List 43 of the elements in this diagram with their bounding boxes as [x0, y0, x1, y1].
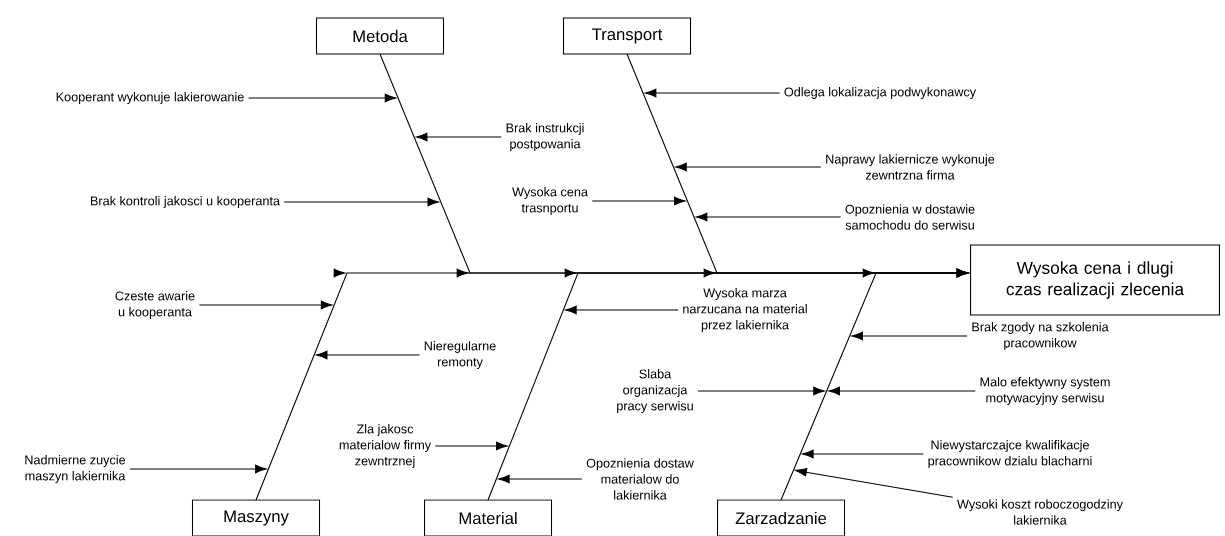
cause-arrow [697, 386, 825, 396]
cause-arrow [198, 300, 333, 310]
cause-label: Nadmierne zuycie maszyn lakiernika [25, 455, 126, 483]
cause-label: Malo efektywny system motywacyjny serwisu [980, 377, 1110, 405]
cause-label: Wysoka marza narzucana na material przez lakiernika [683, 288, 807, 332]
cause-label: Niewystarczajce kwalifikacje pracownikow dzialu blacharni [928, 440, 1092, 468]
cause-label: Wysoka cena trasnportu [512, 187, 588, 215]
cause-label: Zla jakosc materialow firmy zewntrznej [339, 424, 432, 468]
category-box: Zarzadzanie [716, 499, 846, 536]
cause-label: Opoznienia w dostawie samochodu do serwisu [845, 204, 975, 230]
cause-arrow [129, 464, 267, 474]
cause-label: Kooperant wykonuje lakierowanie [56, 92, 244, 104]
cause-arrow [851, 331, 968, 341]
cause-label: Brak zgody na szkolenia pracownikow [972, 322, 1109, 350]
cause-label: Odlega lokalizacja podwykonawcy [784, 87, 977, 99]
cause-label: Naprawy lakiernicze wykonuje zewntrzna firma [826, 154, 995, 180]
cause-arrow [828, 386, 976, 396]
cause-label: Brak instrukcji postpowania [506, 123, 584, 151]
cause-arrow [283, 197, 439, 207]
cause-label: Brak kontroli jakosci u kooperanta [91, 196, 280, 208]
cause-arrow [498, 474, 583, 484]
cause-arrow [795, 467, 954, 498]
cause-arrow [248, 93, 397, 103]
cause-arrow [415, 132, 502, 142]
cause-arrow [565, 305, 679, 315]
cause-label: Nieregularne remonty [424, 341, 496, 369]
category-box: Maszyny [191, 499, 321, 536]
cause-arrow [644, 88, 781, 98]
effect-box: Wysoka cena i dlugi czas realizacji zlecenia [970, 244, 1220, 316]
cause-label: Slaba organizacja pracy serwisu [617, 369, 693, 413]
category-box: Material [423, 499, 553, 536]
cause-arrow [315, 350, 420, 360]
cause-arrow [675, 162, 822, 172]
cause-arrow [434, 441, 508, 451]
cause-arrow [802, 449, 924, 459]
cause-label: Opoznienia dostaw materialow do lakiernika [586, 458, 694, 500]
category-box: Metoda [315, 17, 445, 55]
cause-arrow [695, 212, 842, 222]
cause-label: Wysoki koszt roboczogodziny lakiernika [957, 499, 1123, 525]
cause-arrow [591, 196, 686, 206]
branch-arrow [780, 268, 969, 501]
category-box: Transport [562, 17, 692, 55]
cause-label: Czeste awarie u kooperanta [115, 291, 195, 319]
